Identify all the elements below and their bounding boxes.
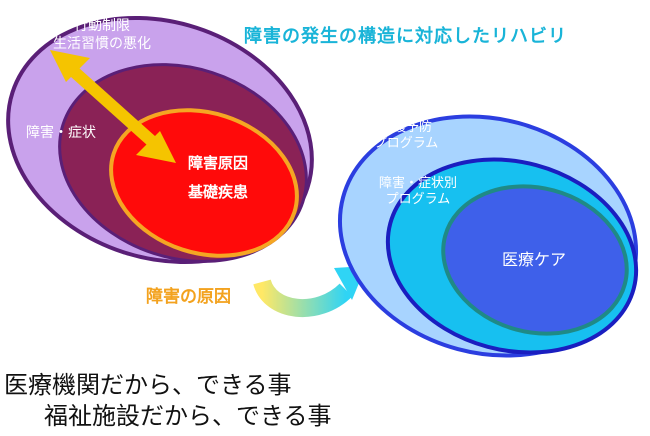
left-inner-label-line1: 障害原因 [187,154,249,172]
right-inner-label: 医療ケア [502,250,567,269]
right-ellipse-group [337,114,639,358]
right-outer-label-line2: プログラム [373,136,439,152]
right-outer-label-line1: 介護予防 [379,120,432,135]
left-outer-label: 行動制限 生活習慣の悪化 [53,18,151,53]
left-outer-label-line2: 生活習慣の悪化 [53,35,151,52]
right-middle-label-line1: 障害・症状別 [378,176,458,191]
left-inner-label-line2: 基礎疾患 [187,182,249,201]
right-inner-ellipse [441,184,629,336]
left-outer-label-line1: 行動制限 [74,18,130,34]
bottom-line-2: 福祉施設だから、できる事 [44,402,332,430]
diagram-title: 障害の発生の構造に対応したリハビリ [244,26,567,47]
bottom-line-1: 医療機関だから、できる事 [4,371,292,399]
left-caption: 障害の原因 [146,287,231,307]
right-middle-label: 障害・症状別 プログラム [379,176,457,209]
left-middle-label: 障害・症状 [26,125,96,141]
curved-arrow-right-icon [253,266,366,318]
double-headed-arrow-icon [50,50,176,163]
right-outer-label: 介護予防 プログラム [374,120,439,153]
left-inner-label: 障害原因 基礎疾患 [188,149,248,206]
right-middle-label-line2: プログラム [385,192,451,208]
